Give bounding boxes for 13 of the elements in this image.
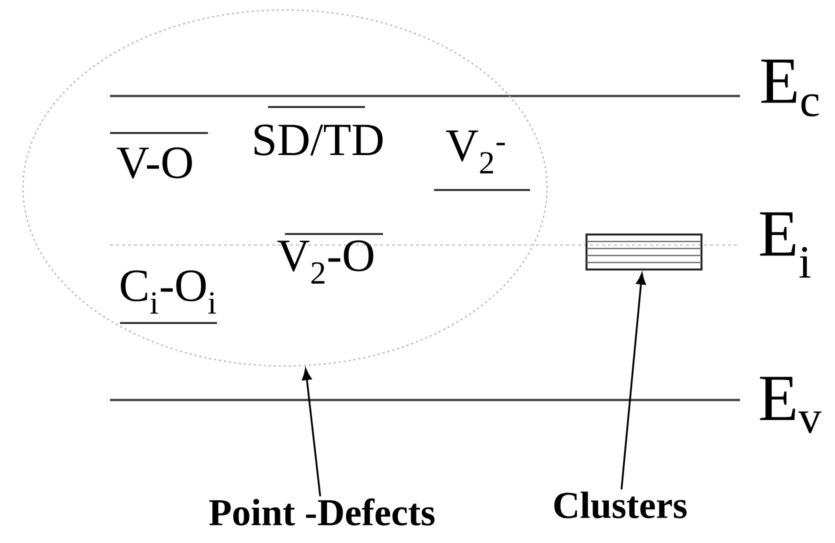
caption-text: Point -Defects — [209, 498, 435, 526]
arrow — [302, 368, 322, 496]
defect-level-label: V$_{2}$-O — [277, 240, 374, 284]
level-label: E$_{v}$ — [760, 376, 822, 434]
defect-level-label: C$_{i}$-O$_{i}$ — [120, 270, 216, 314]
defect-level-label: V$_{2}$- — [446, 130, 505, 174]
dotted-ellipse — [22, 9, 548, 367]
defect-level-label: SD/TD — [254, 124, 383, 156]
defect-level-label: V-O — [116, 147, 192, 179]
caption-text: Clusters — [554, 492, 687, 518]
level-label: E$_{c}$ — [761, 60, 819, 116]
cluster-band-box — [586, 233, 702, 270]
arrow — [620, 273, 646, 490]
